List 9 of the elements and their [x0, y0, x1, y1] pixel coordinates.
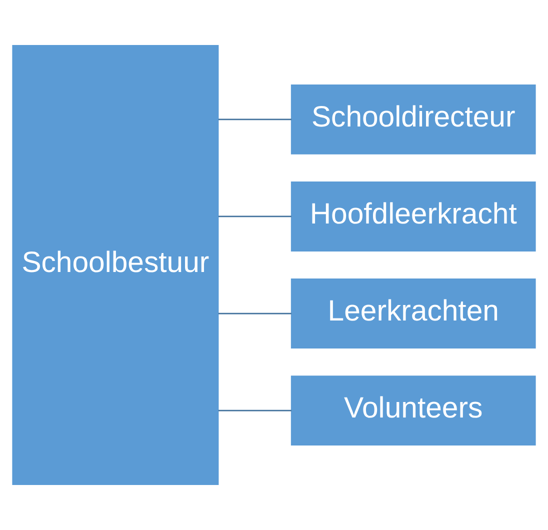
connector: [218, 118, 292, 120]
node-box: Hoofdleerkracht: [290, 182, 536, 252]
node-box: Leerkrachten: [290, 278, 536, 348]
connector: [218, 410, 292, 412]
connector: [218, 216, 292, 218]
node-box: Volunteers: [290, 376, 536, 446]
node-box: Schooldirecteur: [290, 84, 536, 154]
node-box: Schoolbestuur: [12, 44, 219, 486]
connector: [218, 312, 292, 314]
